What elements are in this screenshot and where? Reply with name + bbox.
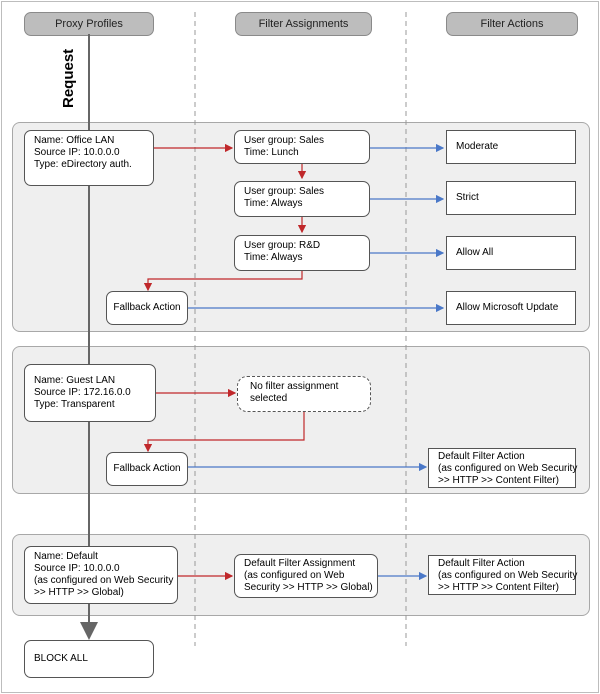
- guest-action-line-3: >> HTTP >> Content Filter): [438, 475, 559, 486]
- profile-default-ip: Source IP: 10.0.0.0: [34, 563, 120, 574]
- profile-office-ip: Source IP: 10.0.0.0: [34, 147, 120, 158]
- assignment-sales-always: User group: Sales Time: Always: [234, 181, 370, 217]
- profile-guest-name: Name: Guest LAN: [34, 375, 116, 386]
- header-filter-actions: Filter Actions: [446, 12, 578, 36]
- action-strict: Strict: [446, 181, 576, 215]
- profile-guest-lan: Name: Guest LAN Source IP: 172.16.0.0 Ty…: [24, 364, 156, 422]
- default-action-line-3: >> HTTP >> Content Filter): [438, 582, 559, 593]
- assignment-rd-always: User group: R&D Time: Always: [234, 235, 370, 271]
- assignment-rd-group: User group: R&D: [244, 240, 321, 251]
- guest-action-line-1: Default Filter Action: [438, 451, 525, 462]
- action-allow-all: Allow All: [446, 236, 576, 270]
- default-filter-action-guest: Default Filter Action (as configured on …: [428, 448, 578, 488]
- fallback-action-office: Fallback Action: [106, 291, 188, 325]
- profile-default: Name: Default Source IP: 10.0.0.0 (as co…: [24, 546, 178, 604]
- assignment-sales-always-group: User group: Sales: [244, 186, 325, 197]
- profile-default-config-1: (as configured on Web Security: [34, 575, 174, 586]
- guest-action-line-2: (as configured on Web Security: [438, 463, 578, 474]
- arrow-no-assignment-to-fallback: [143, 412, 305, 453]
- action-moderate: Moderate: [446, 130, 576, 164]
- arrow-rd-to-fallback: [143, 270, 303, 292]
- default-filter-action: Default Filter Action (as configured on …: [428, 555, 578, 595]
- default-filter-assignment: Default Filter Assignment (as configured…: [234, 554, 378, 598]
- assignment-rd-time: Time: Always: [244, 252, 303, 263]
- action-allow-microsoft-update: Allow Microsoft Update: [446, 291, 576, 325]
- default-assignment-line-3: Security >> HTTP >> Global): [244, 582, 373, 593]
- profile-office-name: Name: Office LAN: [34, 135, 115, 146]
- assignment-sales-lunch-time: Time: Lunch: [244, 147, 299, 158]
- default-action-line-2: (as configured on Web Security: [438, 570, 578, 581]
- no-filter-assignment: No filter assignment selected: [237, 376, 371, 412]
- assignment-sales-lunch-group: User group: Sales: [244, 135, 325, 146]
- fallback-action-guest: Fallback Action: [106, 452, 188, 486]
- profile-guest-ip: Source IP: 172.16.0.0: [34, 387, 131, 398]
- no-assignment-line-1: No filter assignment: [250, 381, 339, 392]
- profile-guest-type: Type: Transparent: [34, 399, 115, 410]
- profile-default-name: Name: Default: [34, 551, 98, 562]
- profile-office-lan: Name: Office LAN Source IP: 10.0.0.0 Typ…: [24, 130, 154, 186]
- profile-office-type: Type: eDirectory auth.: [34, 159, 132, 170]
- no-assignment-line-2: selected: [250, 393, 288, 404]
- request-label: Request: [60, 48, 77, 108]
- assignment-sales-always-time: Time: Always: [244, 198, 303, 209]
- default-action-line-1: Default Filter Action: [438, 558, 525, 569]
- default-assignment-line-1: Default Filter Assignment: [244, 558, 356, 569]
- block-all: BLOCK ALL: [24, 640, 154, 678]
- assignment-sales-lunch: User group: Sales Time: Lunch: [234, 130, 370, 164]
- header-filter-assignments: Filter Assignments: [235, 12, 372, 36]
- profile-default-config-2: >> HTTP >> Global): [34, 587, 124, 598]
- default-assignment-line-2: (as configured on Web: [244, 570, 345, 581]
